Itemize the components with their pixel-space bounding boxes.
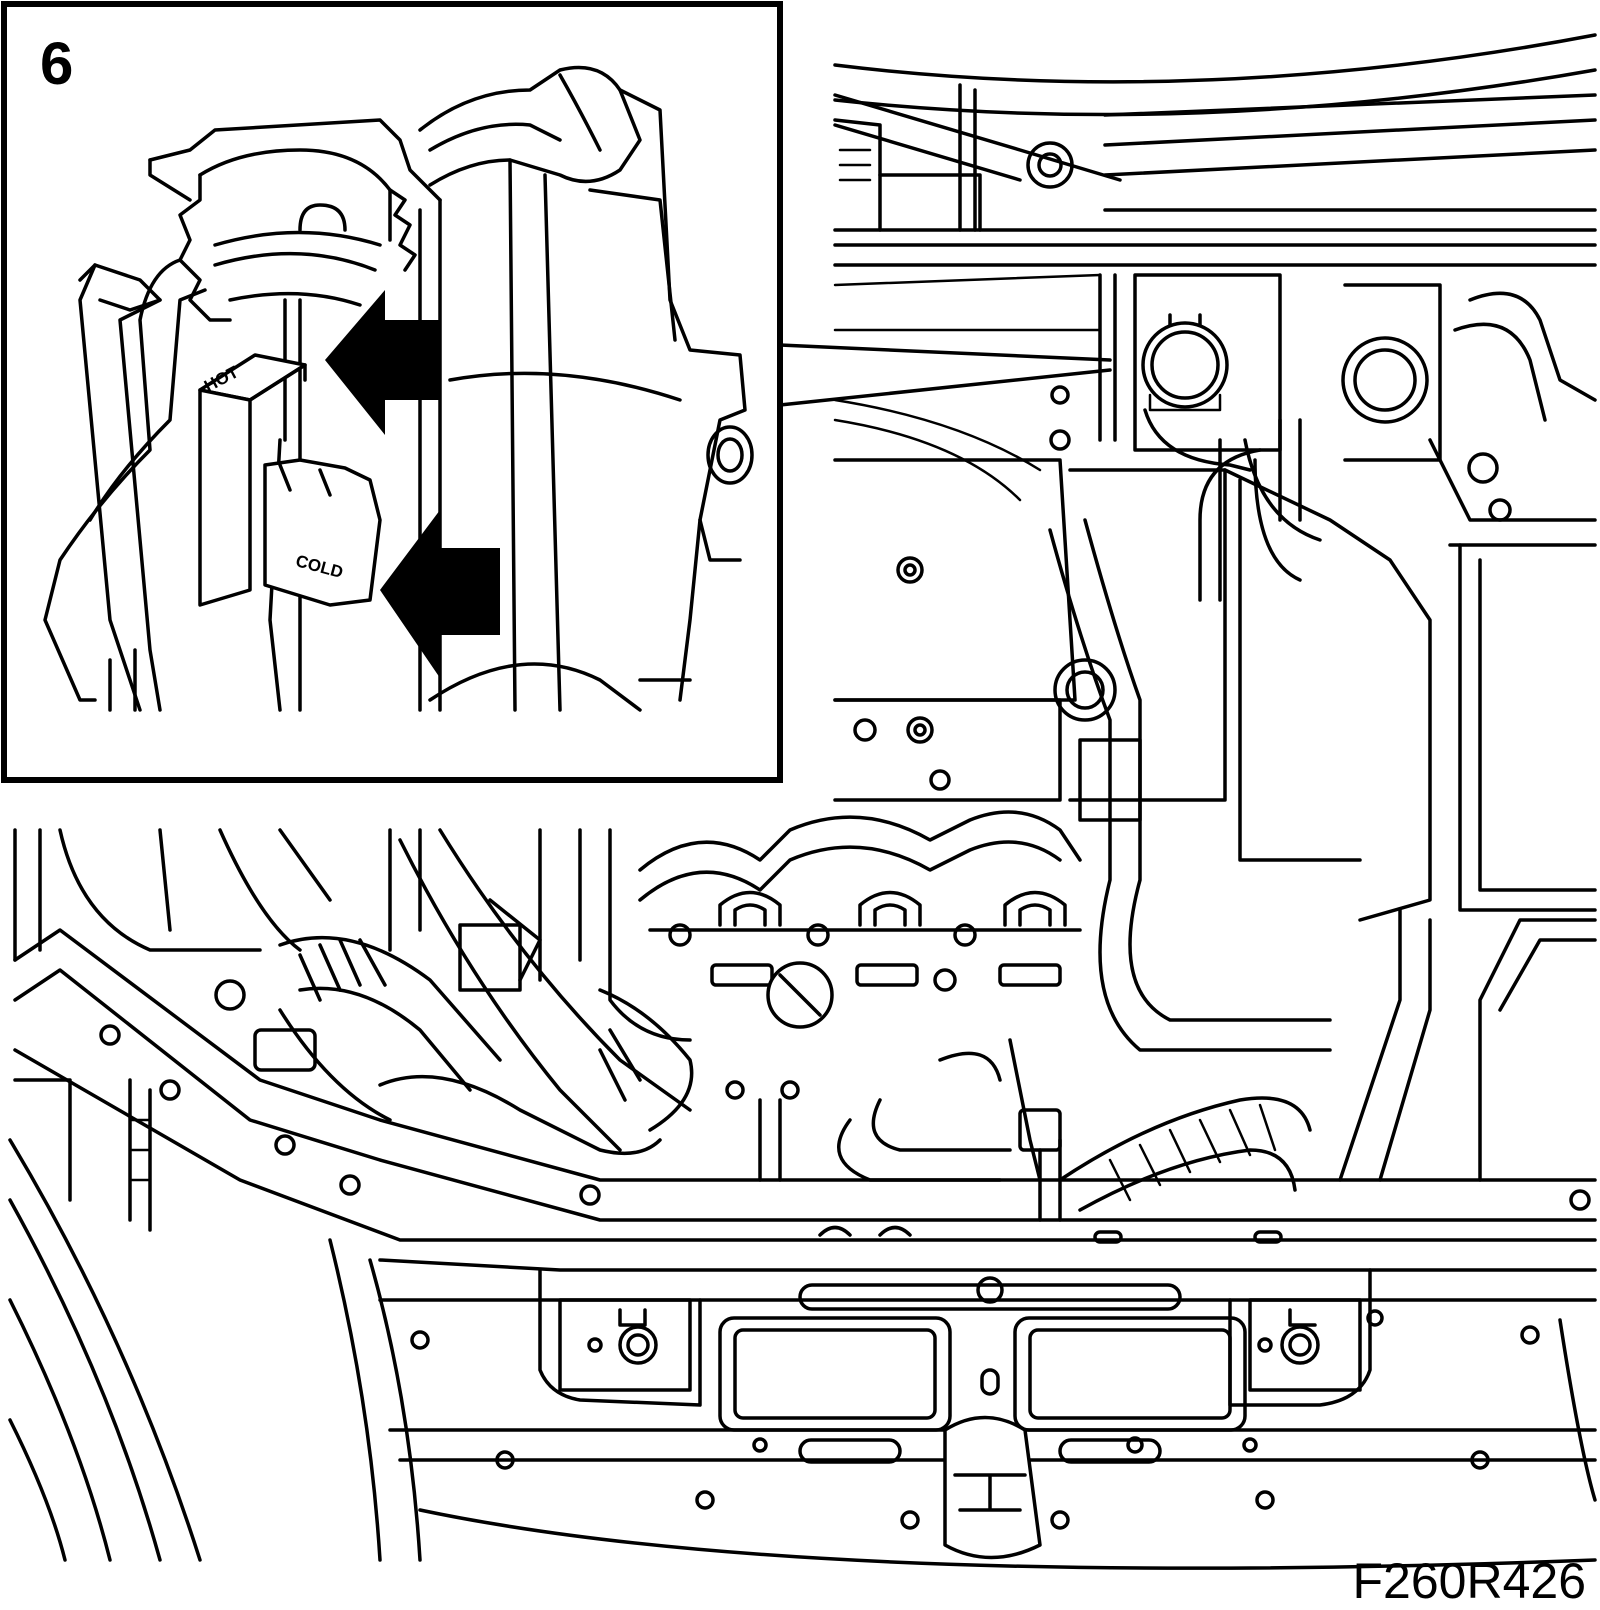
step-number: 6 bbox=[40, 30, 74, 97]
detail-inset: HOT COLD bbox=[1, 1, 783, 783]
arrow-left-icon bbox=[380, 510, 500, 678]
figure-code: F260R426 bbox=[1352, 1553, 1587, 1609]
engine-bay-illustration bbox=[8, 33, 1597, 1570]
arrow-left-icon bbox=[325, 290, 440, 435]
